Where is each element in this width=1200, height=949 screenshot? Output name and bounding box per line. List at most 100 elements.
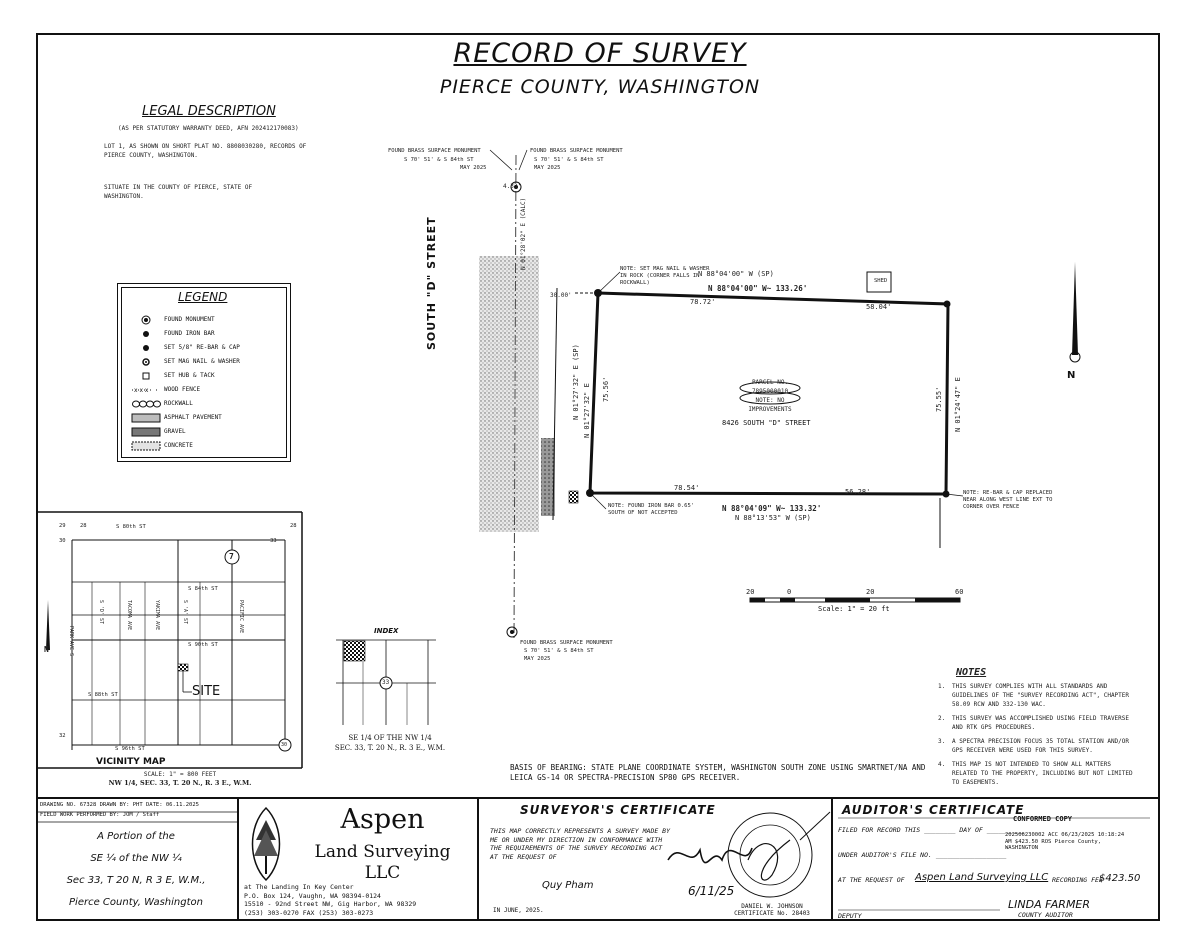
leader-line xyxy=(597,271,621,294)
survey-sheet-border xyxy=(36,33,1160,921)
legend-item-label: FOUND IRON BAR xyxy=(164,330,215,337)
bearing-east: N 01°24'47" E xyxy=(954,377,962,432)
legend-item: FOUND IRON BAR xyxy=(128,328,215,339)
bearing-south: N 88°04'09" W~ 133.32' xyxy=(722,504,822,513)
north-arrow-icon xyxy=(1072,262,1078,355)
vicinity-street: S 96th ST xyxy=(115,746,145,752)
vicinity-street: S 84th ST xyxy=(188,586,218,592)
company-address: at The Landing In Key Center P.O. Box 12… xyxy=(244,883,480,917)
vicinity-site-label: SITE xyxy=(192,684,221,699)
company-address-2: P.O. Box 124, Vaughn, WA 98394-0124 xyxy=(244,891,381,900)
note-item: 3.A SPECTRA PRECISION FOCUS 35 TOTAL STA… xyxy=(938,737,1133,755)
page-subtitle: PIERCE COUNTY, WASHINGTON xyxy=(439,76,761,98)
segment-northeast: 58.04' xyxy=(866,303,892,311)
svg-text:x x x: x x x xyxy=(134,387,149,394)
street-name-label: SOUTH "D" STREET xyxy=(425,216,438,350)
north-arrow-circle xyxy=(1069,351,1081,363)
vicinity-corner: 28 xyxy=(290,523,297,529)
note-item: 4. THIS MAP IS NOT INTENDED TO SHOW ALL M… xyxy=(938,760,1133,787)
legend-box: LEGEND FOUND MONUMENT FOUND IRON BAR SET… xyxy=(117,283,291,462)
site-address: 8426 SOUTH "D" STREET xyxy=(722,419,811,427)
index-caption-line1: SE 1/4 OF THE NW 1/4 xyxy=(348,734,432,742)
note-text: THIS SURVEY COMPLIES WITH ALL STANDARDS … xyxy=(952,683,1130,708)
scale-tick: 60 xyxy=(955,588,964,596)
asphalt-pavement-area xyxy=(479,256,539,532)
vicinity-map xyxy=(36,511,303,769)
auditor-recording-stamp: 202506230002 ACC 06/23/2025 10:18:24 AM … xyxy=(1005,832,1125,851)
leader-line xyxy=(489,149,513,171)
index-map xyxy=(336,639,436,725)
parcel-label: PARCEL NO. 7895000010 NOTE: NO IMPROVEME… xyxy=(735,378,805,414)
vicinity-map-title: VICINITY MAP xyxy=(96,757,166,767)
note-southwest-corner: NOTE: FOUND IRON BAR 0.65' SOUTH OF NOT … xyxy=(608,503,695,516)
company-name: Aspen xyxy=(340,804,425,835)
vicinity-street: S 90th ST xyxy=(188,642,218,648)
company-phone: (253) 303-0270 FAX (253) 303-0273 xyxy=(244,908,374,917)
legend-inner-border xyxy=(121,287,287,458)
note-southeast-corner: NOTE: RE-BAR & CAP REPLACED NEAR ALONG W… xyxy=(963,490,1053,510)
monument-symbol-icon xyxy=(128,315,164,325)
company-address-3: 15510 - 92nd Street NW, Gig Harbor, WA 9… xyxy=(244,900,417,908)
legend-item-label: SET HUB & TACK xyxy=(164,372,215,379)
legend-item-label: WOOD FENCE xyxy=(164,386,201,393)
monument-bottom-center xyxy=(510,630,514,634)
signature-stroke xyxy=(799,811,831,841)
auditor-certificate-title: AUDITOR'S CERTIFICATE xyxy=(842,803,1025,817)
legend-item-label: CONCRETE xyxy=(164,442,193,449)
concrete-symbol-icon xyxy=(128,441,164,451)
legend-item-label: SET 5/8" RE-BAR & CAP xyxy=(164,344,240,351)
title-block-lines xyxy=(36,797,1160,921)
notes-title: NOTES xyxy=(956,667,987,678)
mag-nail-symbol-icon xyxy=(128,357,164,367)
right-of-way-line xyxy=(552,287,558,521)
monument-bottom xyxy=(506,626,518,638)
note-item: 2.THIS SURVEY WAS ACCOMPLISHED USING FIE… xyxy=(938,714,1133,732)
company-line3: LLC xyxy=(364,863,401,883)
legend-item: ASPHALT PAVEMENT xyxy=(128,412,222,423)
corner-rebar xyxy=(943,300,951,308)
parcel-label-oval xyxy=(739,391,801,405)
vicinity-corner: 33 xyxy=(270,538,277,544)
shed-label: SHED xyxy=(874,278,888,284)
auditor-filed-line: FILED FOR RECORD THIS ________ DAY OF __… xyxy=(838,826,1026,834)
note-number: 2. xyxy=(938,715,946,722)
auditor-deputy: DEPUTY xyxy=(838,912,862,920)
legend-item-label: ASPHALT PAVEMENT xyxy=(164,414,222,421)
leader-line xyxy=(589,492,607,510)
auditor-name: LINDA FARMER xyxy=(1008,898,1091,911)
vicinity-sub: NW 1/4, SEC. 33, T. 20 N., R. 3 E., W.M. xyxy=(108,779,252,787)
drawing-info-line1: DRAWING NO. 67328 DRAWN BY: PHT DATE: 06… xyxy=(40,802,199,808)
aspen-logo-icon xyxy=(251,806,281,882)
monument-bottom-date: MAY 2025 xyxy=(524,656,551,662)
scale-label: Scale: 1" = 20 ft xyxy=(818,605,890,613)
legend-item: SET 5/8" RE-BAR & CAP xyxy=(128,342,240,353)
company-subtitle: Land Surveying LLC xyxy=(300,842,465,884)
bearing-south-record: N 88°13'53" W (SP) xyxy=(735,514,811,522)
road-calc-bearing: N 01°28'02" E (CALC) xyxy=(520,197,527,270)
legal-description-situate: SITUATE IN THE COUNTY OF PIERCE, STATE O… xyxy=(104,184,253,200)
note-text: THIS MAP IS NOT INTENDED TO SHOW ALL MAT… xyxy=(952,761,1133,786)
parcel-label-line2: 7895000010 xyxy=(751,388,789,395)
legend-item-label: FOUND MONUMENT xyxy=(164,316,215,323)
distance-thirty: 30.00' xyxy=(550,292,572,299)
vicinity-street: TACOMA AVE xyxy=(126,600,132,631)
legend-item-label: SET MAG NAIL & WASHER xyxy=(164,358,240,365)
segment-south-1: 78.54' xyxy=(674,484,700,492)
legend-item: ROCKWALL xyxy=(128,398,193,409)
vicinity-corner: 28 xyxy=(80,523,87,529)
monument-top xyxy=(510,181,522,193)
portion-line3: Sec 33, T 20 N, R 3 E, W.M., xyxy=(66,875,206,886)
bearing-west: N 01°27'32" E xyxy=(583,383,591,438)
note-number: 4. xyxy=(938,761,946,768)
scale-tick: 0 xyxy=(787,588,792,596)
gravel-symbol-icon xyxy=(128,427,164,437)
iron-bar-symbol-icon xyxy=(128,329,164,339)
gravel-area xyxy=(541,438,555,516)
asphalt-symbol-icon xyxy=(128,413,164,423)
notes-block: NOTES 1.THIS SURVEY COMPLIES WITH ALL ST… xyxy=(938,668,1133,787)
surveyor-certificate-body: THIS MAP CORRECTLY REPRESENTS A SURVEY M… xyxy=(490,827,671,861)
auditor-request-line: AT THE REQUEST OF xyxy=(838,876,905,884)
distance-west: 75.56' xyxy=(602,376,610,402)
monument-bottom-label: FOUND BRASS SURFACE MONUMENT xyxy=(520,640,613,646)
parcel-label-line3: NOTE: NO IMPROVEMENTS xyxy=(748,397,792,413)
